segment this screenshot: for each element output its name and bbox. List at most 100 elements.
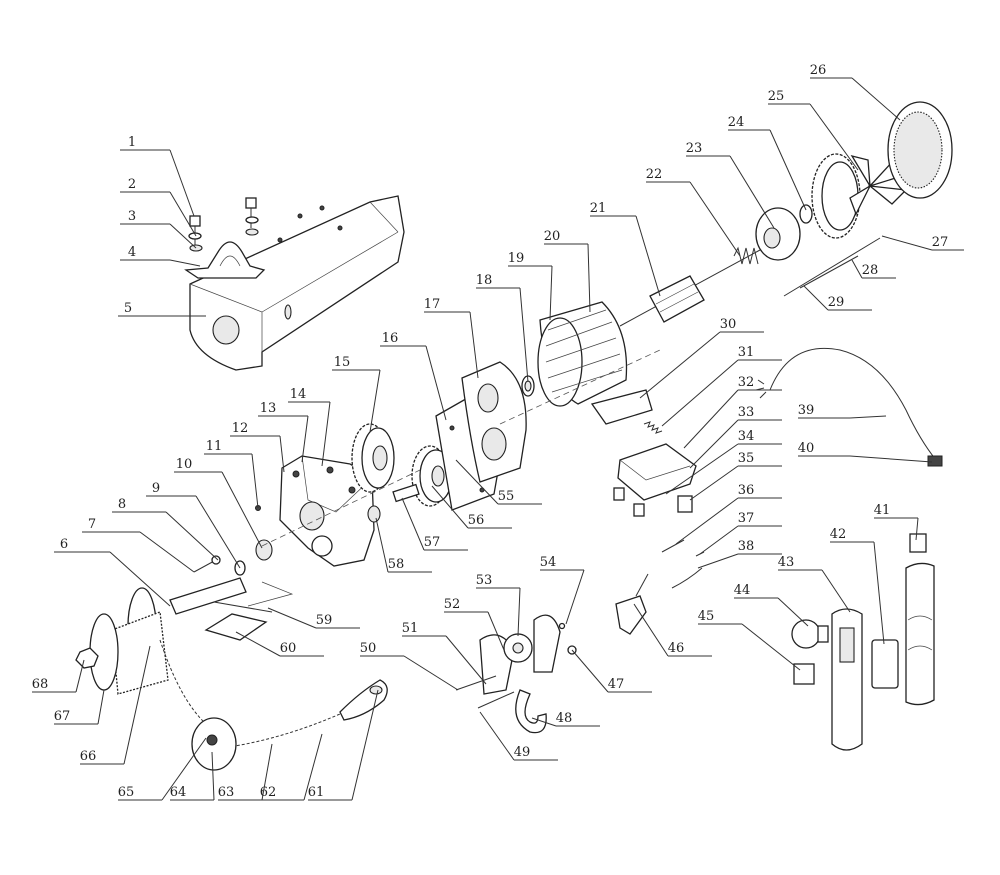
callout-16: 16 [380, 331, 447, 421]
callout-leader [455, 459, 499, 505]
part-number-label: 57 [424, 535, 441, 550]
fan-cover [887, 101, 953, 199]
callout-24: 24 [728, 115, 807, 211]
part-number-label: 42 [830, 527, 847, 542]
callout-leader [75, 659, 85, 693]
part-number-label: 51 [402, 621, 419, 636]
callout-9: 9 [146, 481, 241, 569]
callout-leader [635, 215, 661, 297]
callout-leader [769, 129, 807, 211]
callout-17: 17 [424, 297, 479, 379]
capacitor [871, 639, 899, 689]
callout-6: 6 [54, 537, 171, 607]
part-number-label: 12 [232, 421, 249, 436]
part-number-label: 48 [556, 711, 573, 726]
callout-57: 57 [401, 497, 468, 551]
part-number-label: 36 [738, 483, 755, 498]
part-number-label: 26 [810, 63, 827, 78]
part-number-label: 1 [128, 135, 136, 150]
callout-11: 11 [204, 439, 259, 509]
part-number-label: 8 [118, 497, 126, 512]
callout-leader [915, 517, 919, 541]
part-number-label: 6 [60, 537, 68, 552]
callout-39: 39 [798, 403, 887, 419]
callout-44: 44 [734, 583, 809, 627]
part-number-label: 13 [260, 401, 277, 416]
part-number-label: 38 [738, 539, 755, 554]
callout-48: 48 [531, 711, 600, 727]
part-number-label: 16 [382, 331, 399, 346]
part-number-label: 44 [734, 583, 751, 598]
bearing [521, 375, 535, 397]
callout-8: 8 [112, 497, 219, 561]
part-number-label: 39 [798, 403, 815, 418]
callout-leader [169, 223, 197, 249]
callout-49: 49 [479, 711, 558, 761]
part-number-label: 46 [668, 641, 685, 656]
callout-leader [689, 465, 739, 501]
part-number-label: 5 [124, 301, 132, 316]
part-number-label: 54 [540, 555, 557, 570]
callout-55: 55 [455, 459, 542, 505]
motor-end-cap [755, 207, 801, 261]
part-number-label: 40 [798, 441, 815, 456]
part-number-label: 22 [646, 167, 663, 182]
callout-leader [469, 311, 479, 379]
callout-leader [565, 569, 585, 625]
cable-nut [909, 533, 927, 553]
callout-leader [487, 611, 505, 651]
callout-43: 43 [778, 555, 851, 613]
fan-bearing [799, 204, 813, 224]
part-number-label: 11 [206, 439, 223, 454]
callout-leader [549, 265, 553, 321]
callout-34: 34 [665, 429, 782, 495]
callout-53: 53 [476, 573, 521, 637]
part-number-label: 33 [738, 405, 755, 420]
callout-leader [97, 689, 105, 725]
callout-47: 47 [571, 649, 652, 693]
part-number-label: 58 [388, 557, 405, 572]
part-number-label: 34 [738, 429, 755, 444]
callout-14: 14 [288, 387, 331, 467]
part-callouts: 1234567891011121314151617181920212223242… [32, 63, 964, 801]
callout-54: 54 [540, 555, 585, 625]
part-number-label: 25 [768, 89, 785, 104]
part-number-label: 35 [738, 451, 755, 466]
callout-10: 10 [174, 457, 263, 549]
drum-nut [75, 647, 99, 669]
cable-glands [613, 487, 693, 517]
callout-leader [587, 243, 591, 313]
part-number-label: 56 [468, 513, 485, 528]
callout-leader [251, 453, 259, 509]
cord-clips [661, 539, 705, 589]
callout-leader [675, 497, 739, 545]
callout-31: 31 [661, 345, 782, 427]
callout-leader [403, 655, 459, 691]
callout-50: 50 [360, 641, 459, 691]
mounting-bracket [184, 195, 405, 371]
part-number-label: 68 [32, 677, 49, 692]
part-number-label: 19 [508, 251, 525, 266]
callout-68: 68 [32, 659, 85, 693]
part-number-label: 61 [308, 785, 325, 800]
callout-52: 52 [444, 597, 505, 651]
callout-3: 3 [120, 209, 197, 249]
part-number-label: 29 [828, 295, 845, 310]
part-number-label: 32 [738, 375, 755, 390]
callout-leader [633, 603, 669, 657]
callout-25: 25 [768, 89, 859, 171]
callout-41: 41 [874, 503, 919, 541]
part-number-label: 14 [290, 387, 307, 402]
callout-leader [169, 259, 201, 267]
callout-leader [881, 235, 933, 251]
callout-leader [729, 155, 775, 229]
callout-32: 32 [683, 375, 782, 449]
callout-21: 21 [590, 201, 661, 297]
callout-leader [165, 511, 219, 561]
drum-shaft [169, 555, 247, 615]
callout-leader [809, 103, 859, 171]
part-number-label: 30 [720, 317, 737, 332]
callout-leader [531, 717, 557, 727]
callout-56: 56 [431, 485, 512, 529]
part-number-label: 41 [874, 503, 891, 518]
